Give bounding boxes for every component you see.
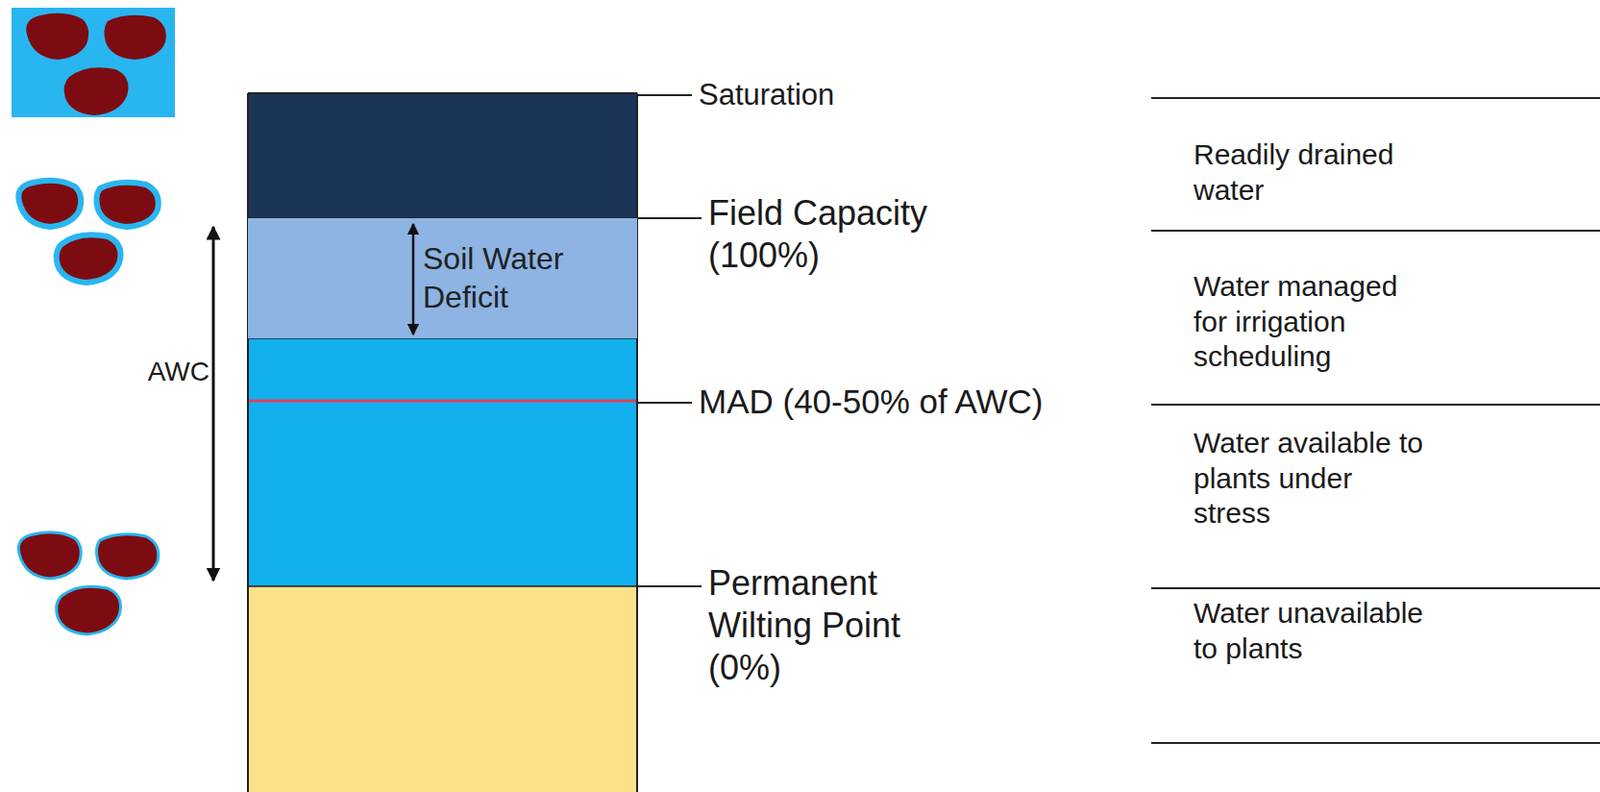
deficit-arrow — [247, 218, 638, 339]
level-label: Field Capacity (100%) — [708, 192, 968, 277]
level-label: MAD (40-50% of AWC) — [698, 381, 1141, 423]
level-label: Permanent Wilting Point (0%) — [708, 562, 959, 690]
table-cell: Readily drained water — [1193, 137, 1429, 208]
range-label: AWC — [115, 355, 210, 389]
soil-band: Soil Water Deficit — [247, 218, 638, 339]
table-cell: Water unavailable to plants — [1193, 595, 1425, 666]
level-label: Saturation — [698, 76, 987, 114]
band-label: Soil Water Deficit — [422, 240, 625, 316]
table-cell: Water managed for irrigation scheduling — [1193, 269, 1429, 375]
table-cell: Water available to plants under stress — [1193, 425, 1425, 532]
